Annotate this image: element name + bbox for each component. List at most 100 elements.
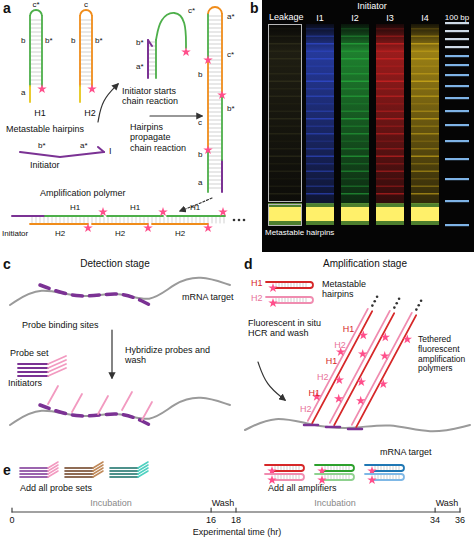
- gel-band: [376, 103, 404, 105]
- gel-band: [376, 133, 404, 135]
- gel-band: [268, 58, 302, 60]
- base-pair: [208, 72, 222, 73]
- toehold: [79, 86, 81, 102]
- panel-letter: d: [244, 256, 253, 272]
- base-pair: [92, 217, 93, 223]
- base-pair: [168, 217, 169, 223]
- fluorophore-star: [317, 475, 327, 484]
- probe-strand: [110, 476, 138, 478]
- gel-region-box: Leakage: [268, 24, 302, 202]
- label-text: Hairpins propagate chain reaction: [130, 122, 192, 153]
- gel-band: [411, 66, 439, 68]
- label-text: Probe binding sites: [22, 320, 99, 330]
- continuation-dot: [371, 304, 374, 307]
- base-pair: [208, 124, 222, 125]
- label-text: Metastable hairpins: [6, 124, 84, 134]
- base-pair: [164, 217, 165, 223]
- base-pair: [80, 56, 92, 57]
- ladder-band: [445, 46, 469, 48]
- hairpin-band-glow: [268, 203, 302, 225]
- gel-band: [341, 178, 369, 180]
- probe-strand: [65, 470, 93, 472]
- base-pair: [204, 217, 205, 223]
- label-text: a*: [136, 62, 144, 71]
- label-text: 36: [455, 515, 465, 525]
- hairpin-strand: [274, 287, 310, 289]
- gel-band: [376, 51, 404, 53]
- gel-band: [376, 73, 404, 75]
- probe-initiator: [48, 356, 66, 364]
- fluorophore-star: [357, 377, 367, 386]
- gel-band: [376, 156, 404, 158]
- gel-band: [306, 171, 334, 173]
- ladder-band: [445, 30, 469, 32]
- base-pair: [208, 56, 222, 57]
- base-pair: [80, 28, 92, 29]
- base-pair: [208, 84, 222, 85]
- base-pair: [32, 217, 33, 223]
- base-pair: [152, 217, 153, 223]
- probe-strand: [20, 476, 48, 478]
- gel-band: [341, 163, 369, 165]
- lane-smear: [341, 24, 369, 204]
- gel-band: [376, 171, 404, 173]
- gel-band: [268, 148, 302, 150]
- base-pair: [80, 76, 92, 77]
- initiator-end: [148, 40, 152, 46]
- gel-band: [376, 28, 404, 30]
- gel-band: [306, 36, 334, 38]
- gel-band: [306, 88, 334, 90]
- gel-band: [376, 43, 404, 45]
- gel-band: [411, 58, 439, 60]
- ladder-band: [445, 22, 469, 24]
- lane-smear: [268, 24, 302, 204]
- label-text: H1: [70, 203, 80, 212]
- label-text: c*: [188, 6, 195, 15]
- gel-band: [411, 178, 439, 180]
- gel-band: [306, 148, 334, 150]
- base-pair: [64, 217, 65, 223]
- base-pair: [30, 80, 42, 81]
- timeline-tick: [459, 508, 460, 512]
- gel-band: [341, 103, 369, 105]
- gel-band: [306, 43, 334, 45]
- probe-strand: [110, 470, 138, 472]
- region-label: Metastable hairpins: [265, 228, 334, 237]
- label-text: Amplification stage: [323, 258, 407, 270]
- hairpin-strand: [323, 479, 351, 481]
- label-text: I1: [316, 13, 324, 23]
- gel-band: [341, 58, 369, 60]
- gel-band: [376, 81, 404, 83]
- gel-region-box: Metastable hairpins: [268, 204, 302, 226]
- fluorophore-star: [268, 298, 278, 307]
- gel-band: [376, 111, 404, 113]
- gel-band: [376, 186, 404, 188]
- hairpin-band: [268, 207, 302, 221]
- label-text: Incubation: [90, 498, 132, 508]
- base-pair: [88, 217, 89, 223]
- gel-band: [306, 156, 334, 158]
- continuation-dot: [243, 219, 246, 222]
- base-pair: [208, 104, 222, 105]
- label-text: I: [109, 146, 112, 156]
- gel-band: [376, 193, 404, 195]
- continuation-dot: [398, 297, 401, 300]
- base-pair: [30, 52, 42, 53]
- gel-band: [268, 103, 302, 105]
- fluorophore-star: [403, 334, 413, 343]
- hairpin-band-glow: [376, 203, 404, 225]
- base-pair: [208, 80, 222, 81]
- initiator-strand: [48, 386, 58, 404]
- ladder-band: [445, 124, 469, 126]
- base-pair: [140, 217, 141, 223]
- base-pair: [208, 156, 222, 157]
- gel-band: [268, 178, 302, 180]
- strand: [207, 150, 209, 192]
- polymer-strand: [330, 311, 390, 423]
- base-pair: [212, 217, 213, 223]
- gel-band: [341, 43, 369, 45]
- label-text: H1: [251, 278, 263, 288]
- fluorophore-star: [268, 283, 278, 292]
